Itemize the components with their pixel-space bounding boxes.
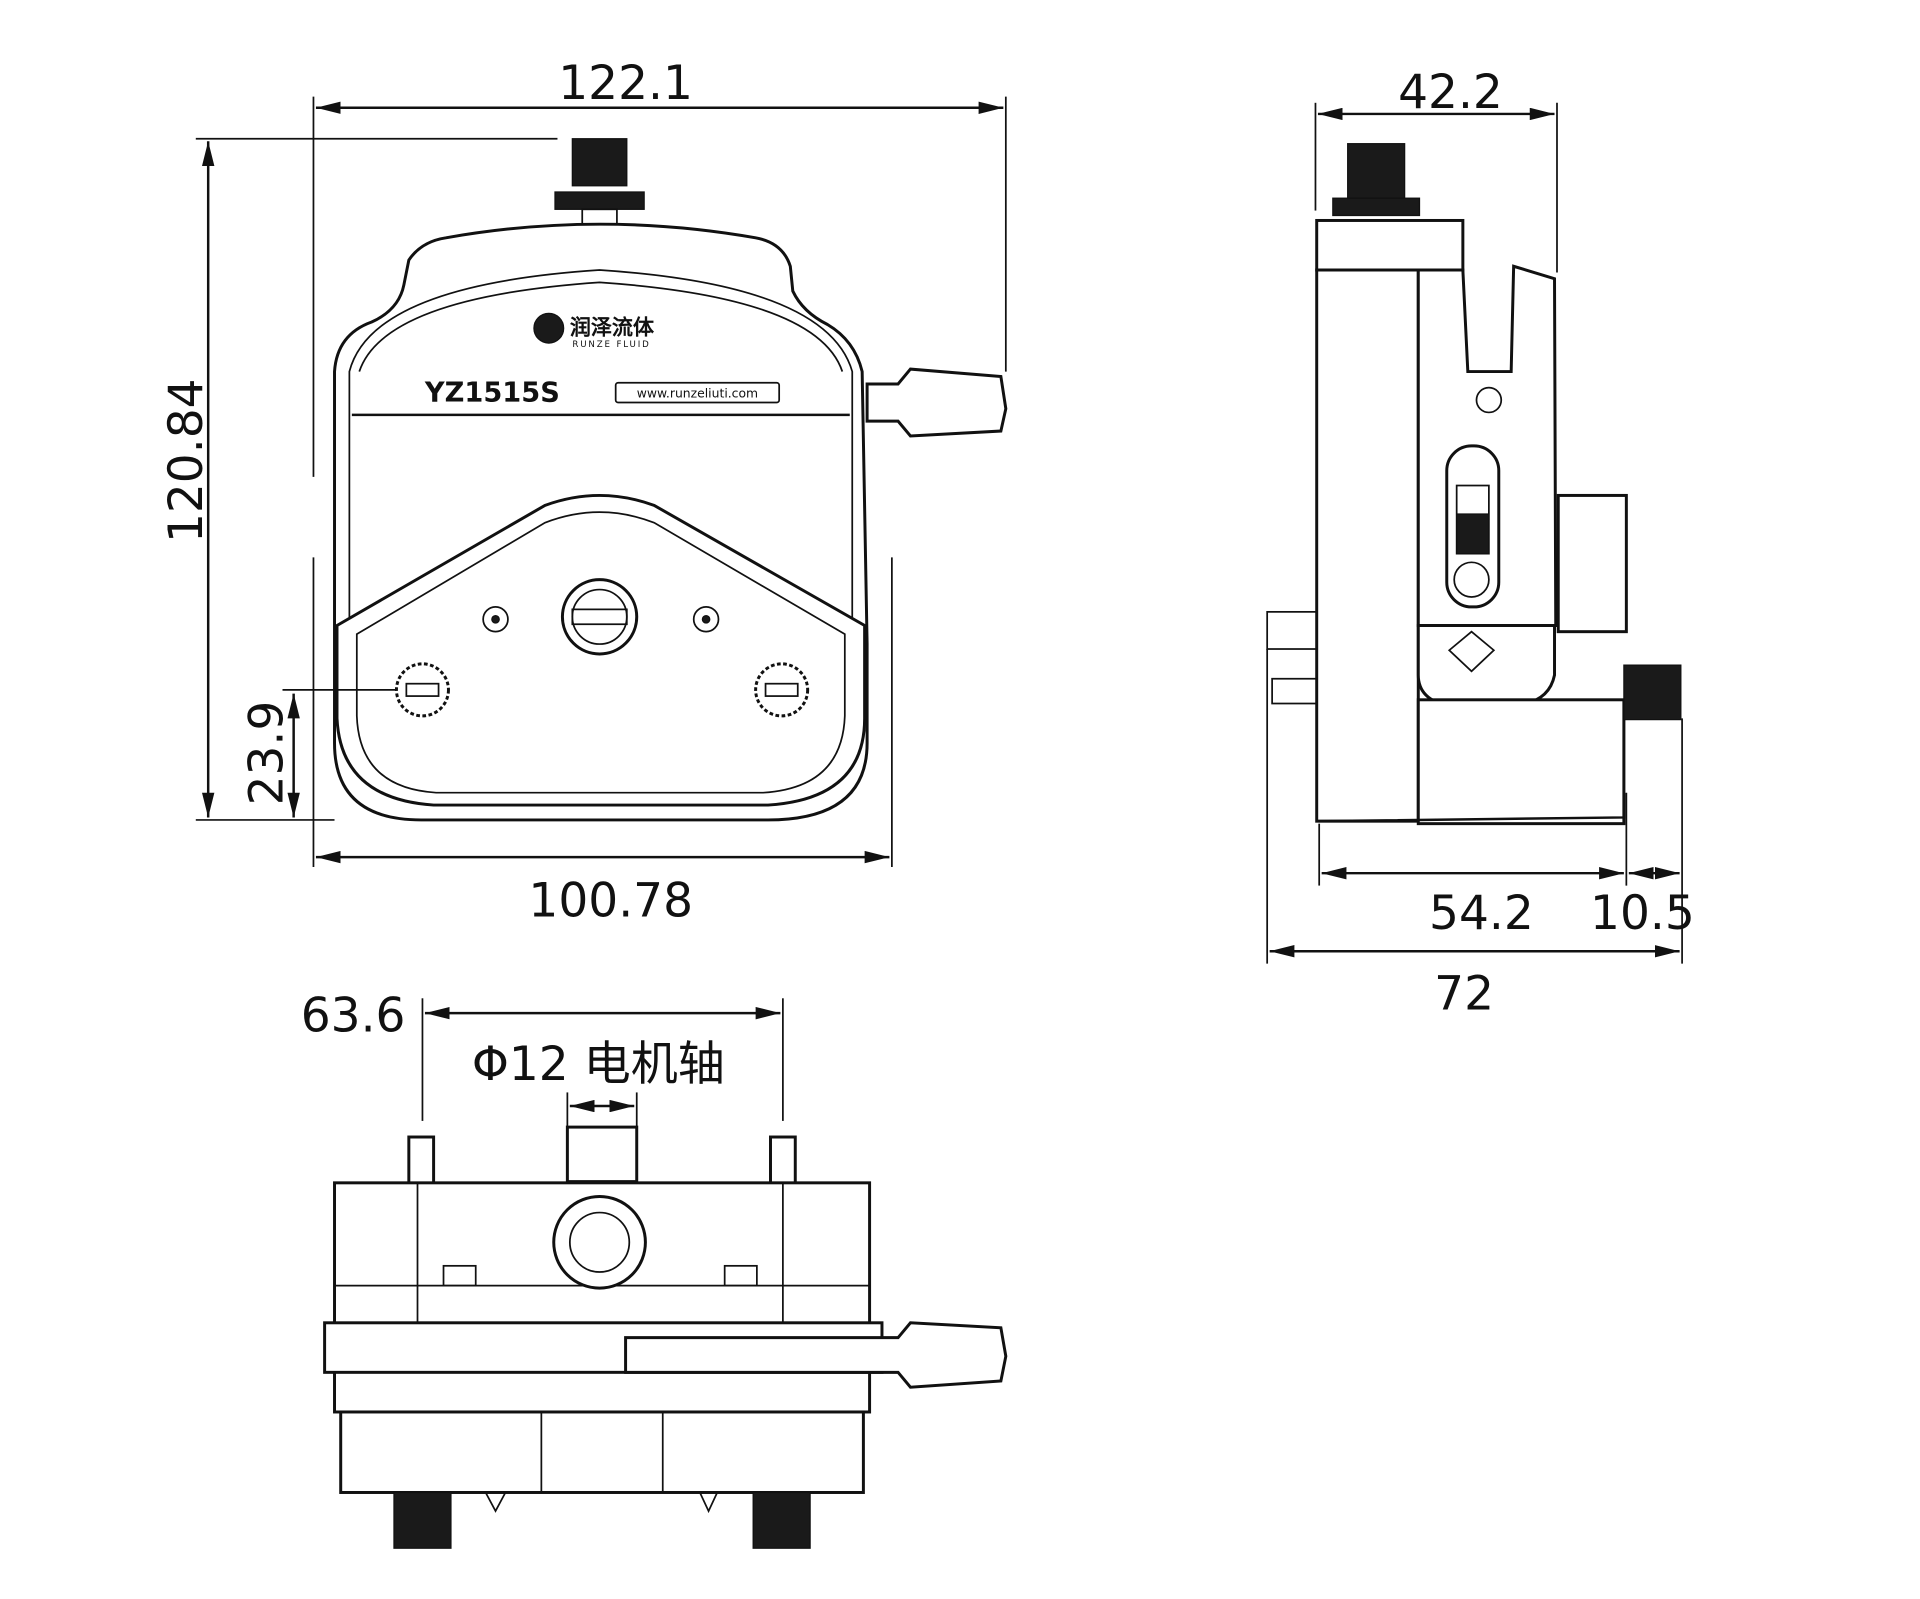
dim-side-knob: 10.5 — [1590, 886, 1695, 941]
dim-mount-spacing: 63.6 — [301, 989, 406, 1044]
bottom-view: 63.6 Φ12 电机轴 — [301, 989, 1008, 1549]
dim-width-bottom: 100.78 — [528, 874, 693, 929]
shaft-label: Φ12 电机轴 — [472, 1037, 725, 1092]
pump-side-body — [1315, 268, 1420, 823]
dim-width-top: 122.1 — [558, 56, 693, 111]
brand-logo-icon — [533, 312, 565, 344]
motor-shaft — [565, 1125, 639, 1184]
side-view: 42.2 54.2 10.5 72 — [1266, 65, 1695, 1021]
dim-side-top: 42.2 — [1398, 65, 1503, 120]
knurled-knob — [571, 138, 628, 187]
brand-name-cn: 润泽流体 — [570, 314, 655, 339]
lever-handle — [865, 367, 1008, 438]
lever-handle-bottom — [624, 1321, 1008, 1389]
brand-name-en: RUNZE FLUID — [572, 340, 650, 350]
model-label: YZ1515S — [424, 377, 560, 408]
dim-side-body: 54.2 — [1429, 886, 1534, 941]
dim-side-total: 72 — [1434, 966, 1494, 1021]
website-label: www.runzeliuti.com — [637, 387, 758, 401]
front-view: 润泽流体 RUNZE FLUID YZ1515S www.runzeliuti.… — [159, 56, 1008, 929]
dim-height: 120.84 — [159, 378, 214, 543]
dim-shaft-height: 23.9 — [239, 701, 294, 806]
